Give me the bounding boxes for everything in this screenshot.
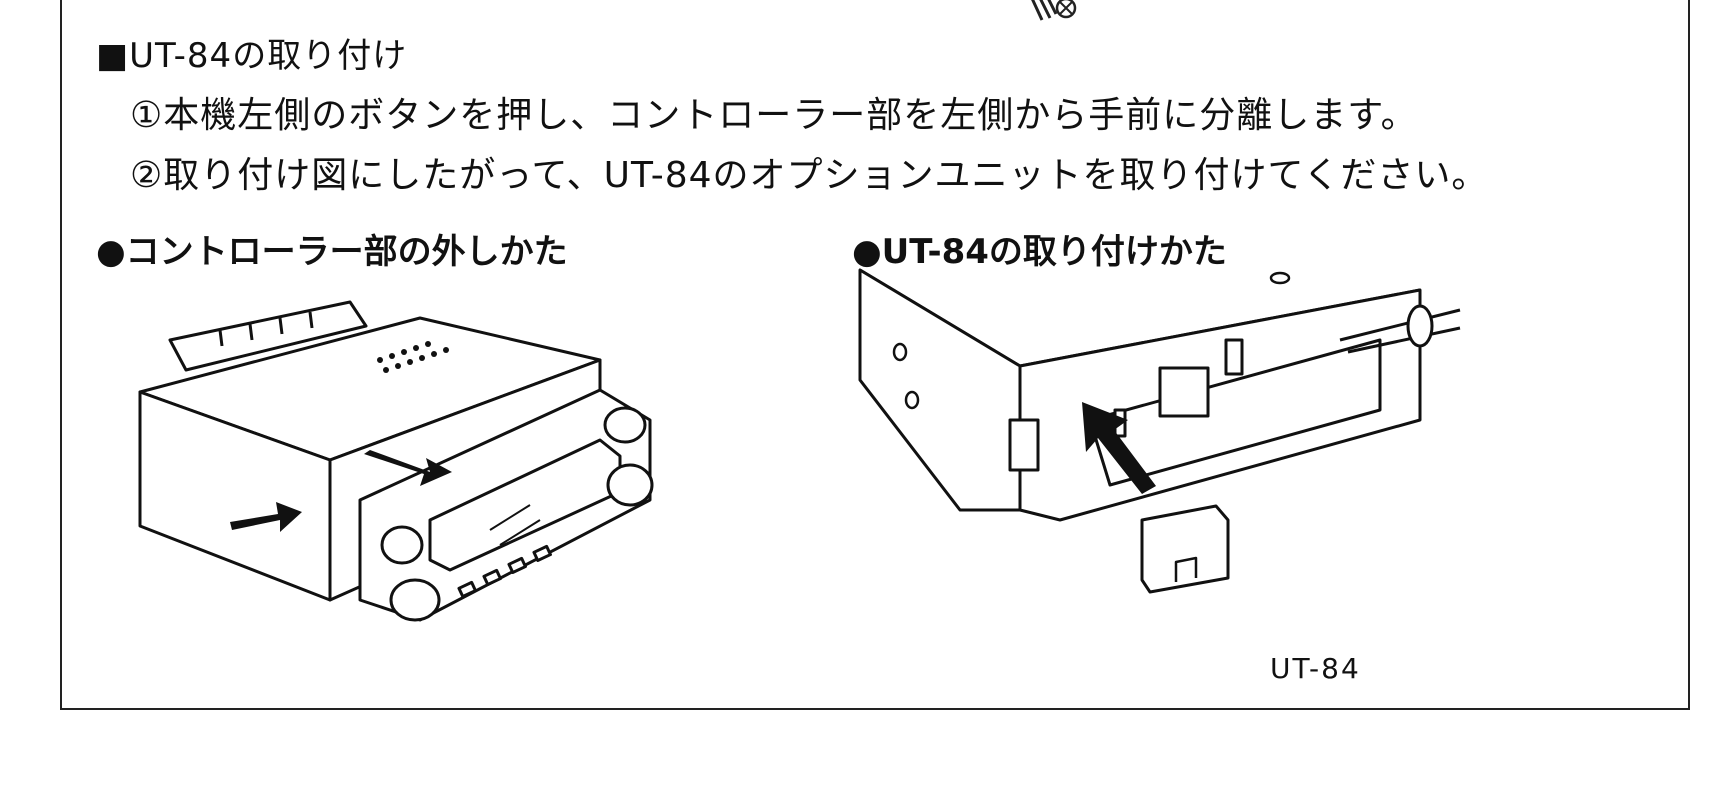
knob-left xyxy=(380,525,424,565)
bracket xyxy=(1008,418,1040,472)
knob-top-right xyxy=(603,406,647,444)
knob-right xyxy=(606,463,654,507)
arrow-press-button xyxy=(230,502,302,532)
ut84-part-label: UT-84 xyxy=(1270,652,1361,685)
step-2-text: ②取り付け図にしたがって、UT-84のオプションユニットを取り付けてください。 xyxy=(130,155,1489,196)
section-heading: ■UT-84の取り付け xyxy=(96,36,408,76)
circuit-board xyxy=(1088,338,1382,487)
component xyxy=(1224,338,1244,376)
controller-removal-illustration xyxy=(138,300,654,622)
left-figure-title: ●コントローラー部の外しかた xyxy=(96,232,568,272)
knob-bottom xyxy=(389,578,441,622)
ut84-unit xyxy=(1140,504,1230,594)
step-1-text: ①本機左側のボタンを押し、コントローラー部を左側から手前に分離します。 xyxy=(130,95,1418,136)
chassis-left xyxy=(858,268,1022,512)
chip xyxy=(1158,366,1210,418)
right-figure-title: ●UT-84の取り付けかた xyxy=(852,232,1227,272)
screw-illustration-fragment xyxy=(1031,0,1077,21)
radio-heatsink xyxy=(168,300,368,372)
arrow-pull-forward xyxy=(364,450,452,486)
cable xyxy=(1339,308,1461,354)
section-frame xyxy=(60,0,1690,710)
ut84-installation-illustration xyxy=(858,268,1461,594)
insertion-arrow xyxy=(1082,402,1156,494)
